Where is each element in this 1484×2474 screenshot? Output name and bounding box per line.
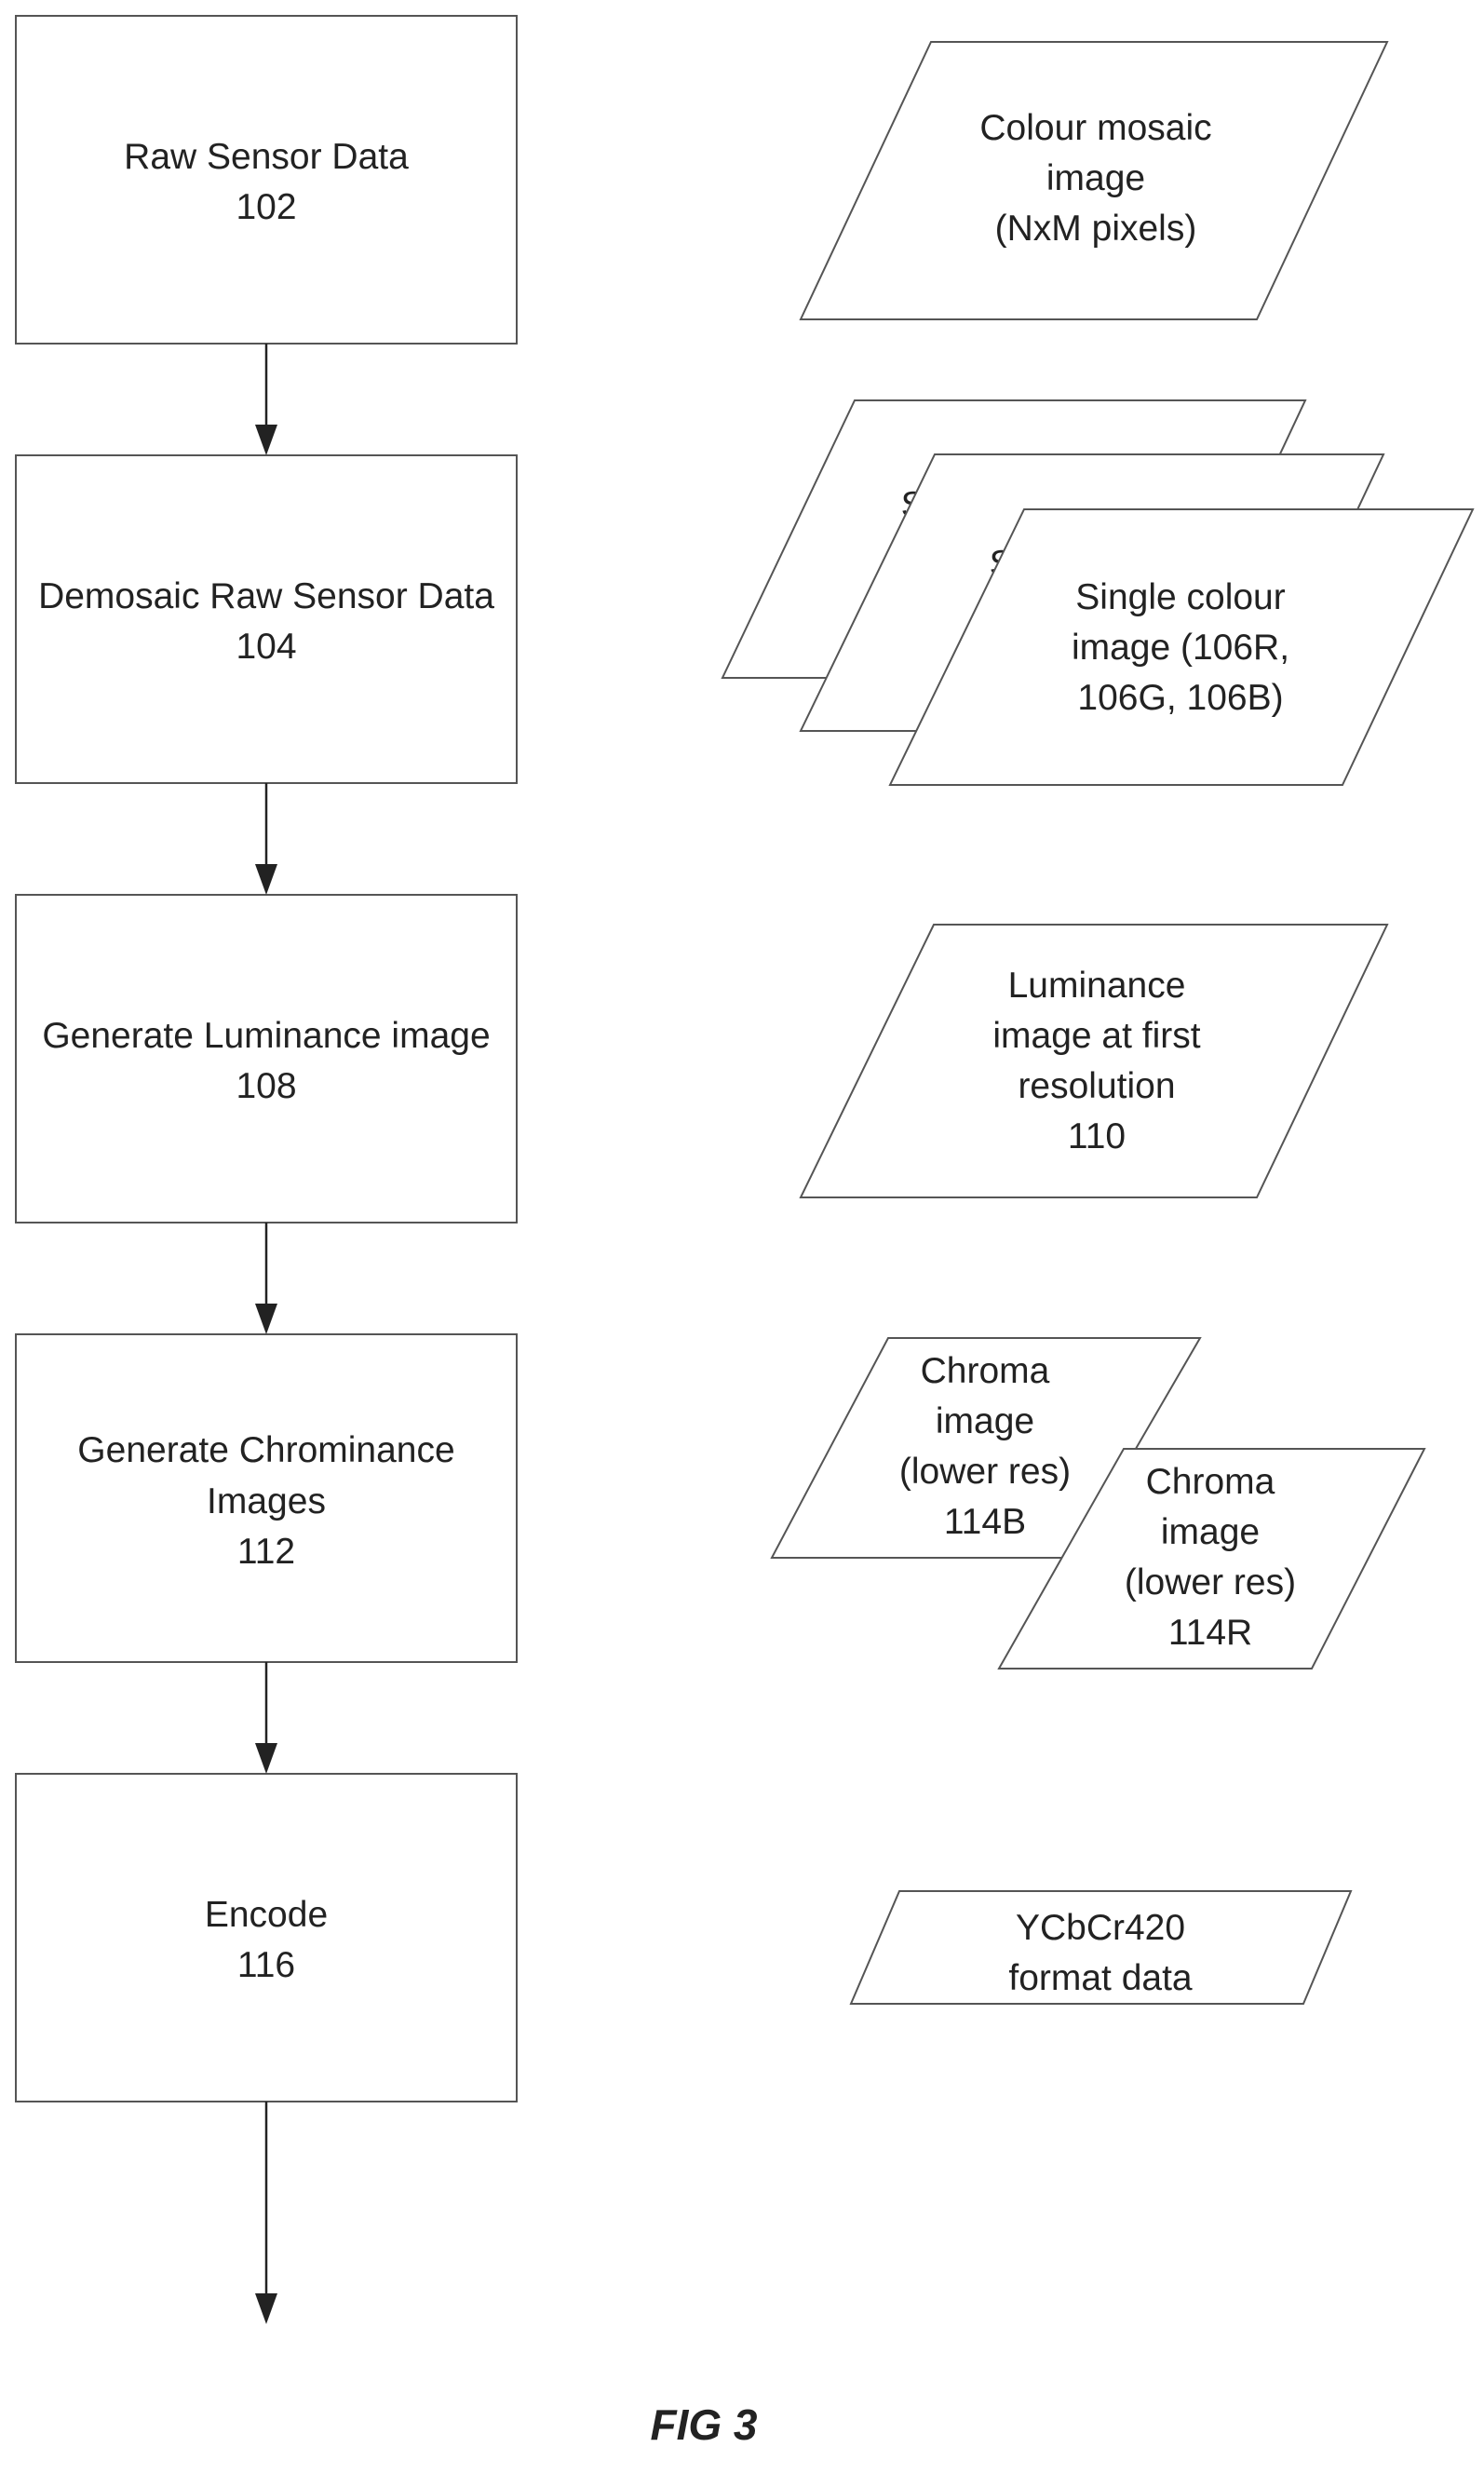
- step-ref-number: 116: [237, 1945, 295, 1985]
- data-label: image: [936, 1401, 1034, 1441]
- step-raw-sensor-data: Raw Sensor Data 102: [15, 15, 518, 345]
- data-label: 110: [1068, 1116, 1126, 1156]
- step-label: Generate Luminance image: [42, 1016, 490, 1056]
- step-demosaic: Demosaic Raw Sensor Data 104: [15, 454, 518, 784]
- data-label: Luminance: [1008, 966, 1186, 1006]
- step-label: Encode: [205, 1895, 328, 1935]
- data-label: 114B: [944, 1502, 1026, 1542]
- flow-arrow: [255, 1662, 277, 1774]
- data-label: image: [1161, 1512, 1260, 1552]
- flow-arrow: [255, 1223, 277, 1334]
- flow-arrow-exit: [255, 2102, 277, 2324]
- step-generate-chrominance: Generate Chrominance Images 112: [15, 1333, 518, 1663]
- data-label: 106G, 106B): [1077, 678, 1283, 718]
- step-ref-number: 102: [236, 187, 296, 227]
- step-encode: Encode 116: [15, 1773, 518, 2102]
- flow-arrow: [255, 344, 277, 455]
- data-label: Colour mosaic: [979, 108, 1211, 148]
- step-ref-number: 108: [236, 1066, 296, 1106]
- data-label: Chroma: [921, 1351, 1050, 1391]
- data-single-colour-image: Single colour image (106R, 106G, 106B): [888, 508, 1475, 786]
- step-ref-number: 104: [236, 627, 296, 667]
- data-label: (lower res): [1125, 1562, 1296, 1602]
- data-label: format data: [1008, 1958, 1193, 1998]
- data-label: image at first: [992, 1016, 1200, 1056]
- data-luminance-image: Luminance image at first resolution 110: [799, 924, 1389, 1198]
- data-label: (lower res): [899, 1452, 1071, 1492]
- data-label: Single colour: [1075, 577, 1285, 617]
- step-label: Raw Sensor Data: [124, 137, 409, 177]
- step-generate-luminance: Generate Luminance image 108: [15, 894, 518, 1223]
- data-label: image (106R,: [1072, 628, 1289, 668]
- data-label: 114R: [1168, 1613, 1252, 1653]
- data-colour-mosaic-image: Colour mosaic image (NxM pixels): [799, 41, 1389, 320]
- step-ref-number: 112: [237, 1532, 295, 1572]
- flow-arrow: [255, 783, 277, 895]
- step-label-line2: Images: [207, 1481, 326, 1521]
- step-label: Demosaic Raw Sensor Data: [38, 576, 494, 616]
- figure-label: FIG 3: [650, 2400, 757, 2449]
- data-label: resolution: [1018, 1066, 1175, 1106]
- data-ycbcr420-format: YCbCr420 format data: [849, 1890, 1353, 2005]
- data-label: (NxM pixels): [995, 209, 1197, 249]
- step-label: Generate Chrominance: [77, 1430, 454, 1470]
- data-label: image: [1046, 158, 1145, 198]
- data-label: YCbCr420: [1016, 1908, 1185, 1948]
- data-chroma-image-114r: Chroma image (lower res) 114R: [997, 1448, 1426, 1670]
- data-label: Chroma: [1146, 1462, 1275, 1502]
